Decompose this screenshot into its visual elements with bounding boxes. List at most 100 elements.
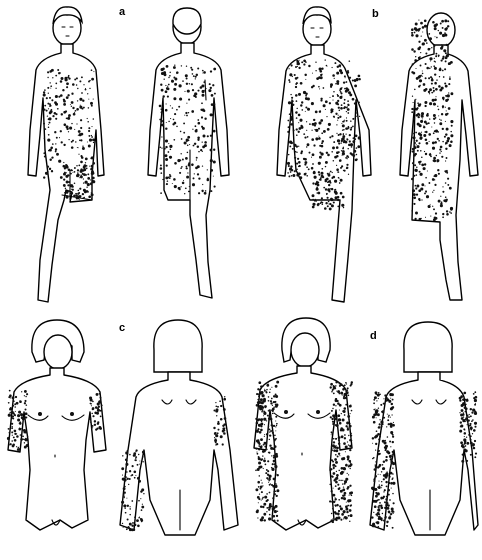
- speckle-dot: [423, 83, 426, 86]
- speckle-dot: [331, 490, 333, 492]
- speckle-dot: [378, 398, 379, 399]
- speckle-dot: [289, 81, 291, 83]
- speckle-dot: [195, 167, 198, 170]
- speckle-dot: [342, 124, 345, 127]
- speckle-dot: [306, 130, 307, 131]
- speckle-dot: [275, 453, 278, 456]
- speckle-dot: [138, 480, 141, 483]
- speckle-dot: [315, 137, 318, 140]
- speckle-dot: [78, 135, 79, 136]
- speckle-dot: [317, 205, 318, 206]
- speckle-dot: [173, 119, 175, 121]
- speckle-dot: [415, 68, 416, 69]
- speckle-dot: [295, 111, 297, 113]
- speckle-dot: [129, 470, 131, 472]
- speckle-dot: [441, 20, 444, 23]
- speckle-dot: [412, 151, 414, 153]
- speckle-dot: [91, 126, 92, 127]
- speckle-dot: [429, 68, 431, 70]
- speckle-dot: [186, 141, 187, 142]
- speckle-dot: [298, 172, 301, 175]
- speckle-dot: [443, 49, 446, 52]
- speckle-dot: [335, 438, 337, 440]
- speckle-dot: [433, 190, 434, 191]
- speckle-dot: [274, 510, 277, 513]
- speckle-dot: [430, 216, 431, 217]
- speckle-dot: [255, 448, 257, 450]
- speckle-dot: [443, 76, 445, 78]
- speckle-dot: [212, 84, 214, 86]
- speckle-dot: [140, 518, 142, 520]
- speckle-dot: [465, 399, 467, 401]
- speckle-dot: [269, 415, 272, 418]
- speckle-dot: [347, 427, 349, 429]
- speckle-dot: [47, 77, 48, 78]
- speckle-dot: [65, 172, 66, 173]
- speckle-dot: [333, 479, 335, 481]
- speckle-dot: [384, 517, 386, 519]
- speckle-dot: [264, 434, 265, 435]
- speckle-dot: [68, 114, 71, 117]
- speckle-dot: [385, 456, 387, 458]
- speckle-dot: [61, 77, 64, 80]
- speckle-dot: [329, 207, 332, 210]
- speckle-dot: [47, 115, 48, 116]
- speckle-dot: [123, 494, 125, 496]
- speckle-dot: [87, 183, 90, 186]
- speckle-dot: [329, 203, 331, 205]
- speckle-dot: [169, 175, 171, 177]
- speckle-dot: [125, 451, 128, 454]
- speckle-dot: [345, 127, 348, 130]
- speckle-dot: [24, 390, 27, 393]
- speckle-dot: [373, 512, 374, 513]
- speckle-dot: [98, 426, 101, 429]
- speckle-dot: [90, 182, 93, 185]
- speckle-dot: [135, 449, 137, 451]
- speckle-dot: [66, 181, 69, 184]
- speckle-dot: [383, 460, 385, 462]
- speckle-dot: [341, 193, 342, 194]
- speckle-dot: [414, 107, 416, 109]
- speckle-dot: [296, 108, 297, 109]
- speckle-dot: [376, 494, 377, 495]
- speckle-dot: [291, 120, 292, 121]
- speckle-dot: [424, 39, 427, 42]
- speckle-dot: [345, 451, 346, 452]
- speckle-dot: [78, 190, 80, 192]
- speckle-dot: [80, 139, 82, 141]
- speckle-dot: [377, 453, 380, 456]
- speckle-dot: [299, 127, 302, 130]
- speckle-dot: [440, 23, 442, 25]
- speckle-dot: [268, 517, 271, 520]
- speckle-dot: [91, 105, 93, 107]
- speckle-dot: [263, 415, 264, 416]
- speckle-dot: [315, 199, 316, 200]
- speckle-dot: [342, 388, 345, 391]
- speckle-dot: [417, 107, 419, 109]
- speckle-dot: [166, 183, 168, 185]
- speckle-dot: [326, 116, 327, 117]
- speckle-dot: [202, 70, 204, 72]
- speckle-dot: [333, 441, 335, 443]
- speckle-dot: [419, 171, 421, 173]
- speckle-dot: [15, 411, 16, 412]
- speckle-dot: [70, 104, 71, 105]
- speckle-dot: [81, 76, 83, 78]
- speckle-dot: [71, 123, 72, 124]
- speckle-dot: [273, 439, 275, 441]
- speckle-dot: [263, 513, 266, 516]
- speckle-dot: [76, 123, 77, 124]
- speckle-dot: [272, 413, 274, 415]
- speckle-dot: [264, 519, 266, 521]
- speckle-dot: [63, 111, 66, 114]
- speckle-dot: [80, 175, 83, 178]
- speckle-dot: [378, 427, 379, 428]
- speckle-dot: [342, 419, 345, 422]
- speckle-dot: [93, 71, 94, 72]
- speckle-dot: [86, 190, 87, 191]
- speckle-dot: [198, 151, 200, 153]
- speckle-dot: [58, 160, 61, 163]
- panel-label-d: d: [370, 330, 377, 342]
- speckle-dot: [47, 139, 50, 142]
- speckle-dot: [334, 498, 336, 500]
